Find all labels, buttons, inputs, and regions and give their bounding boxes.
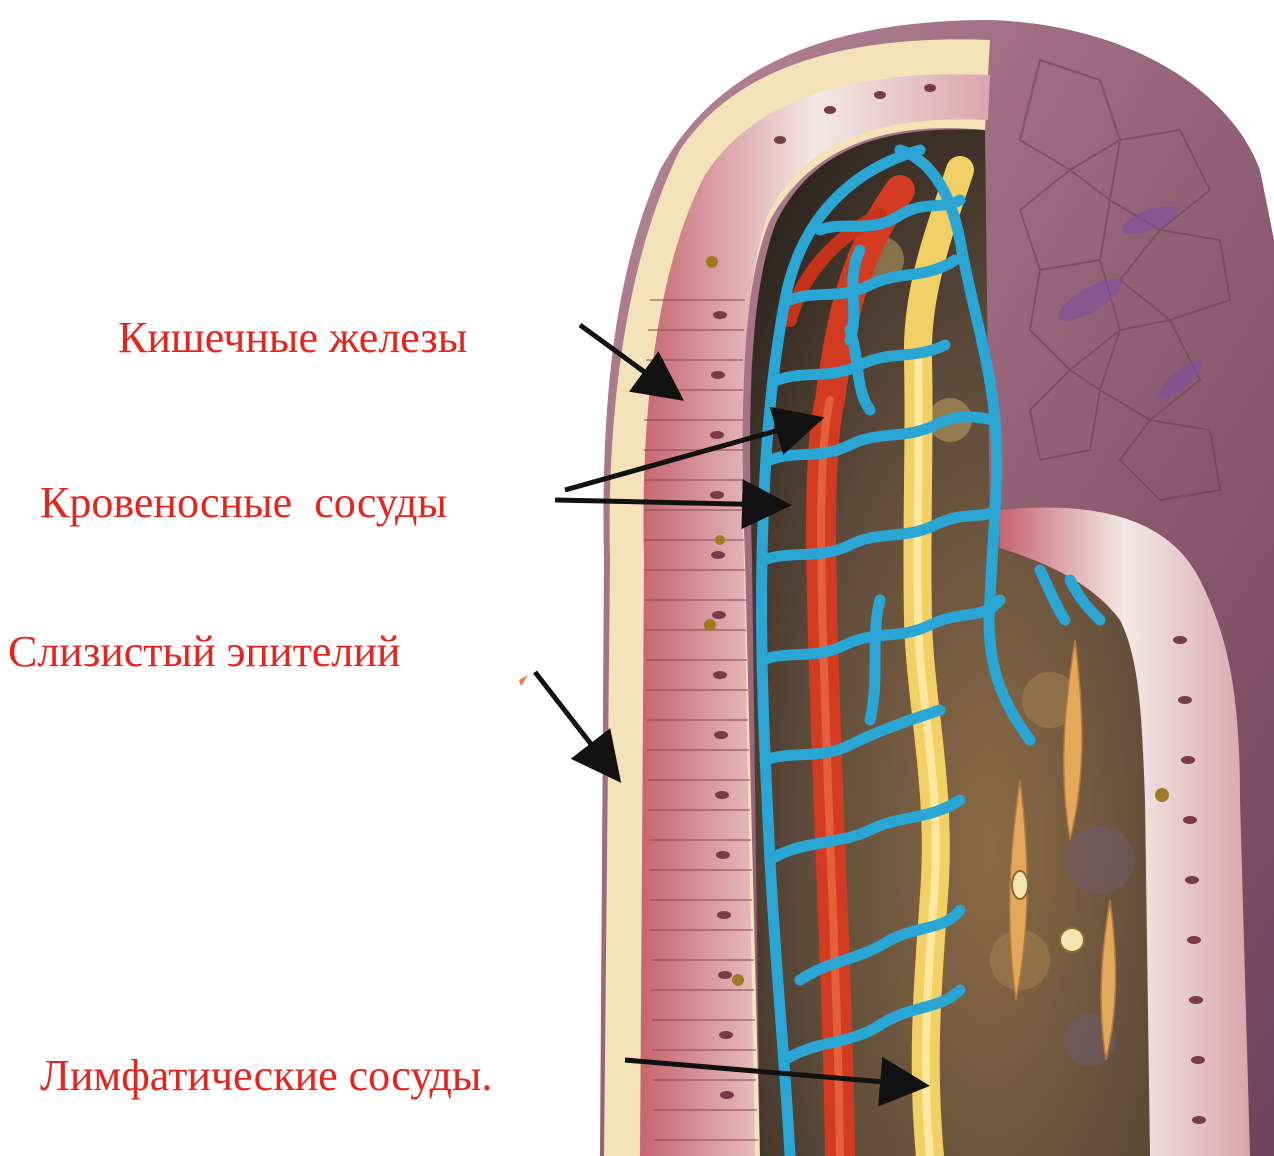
label-blood-vessels: Кровеносные сосуды [40,481,447,525]
label-intestinal-glands: Кишечные железы [118,316,467,360]
label-lymphatic-vessels: Лимфатические сосуды. [40,1054,492,1098]
label-mucous-epithelium: Слизистый эпителий [8,630,400,674]
orange-marker [519,675,528,686]
